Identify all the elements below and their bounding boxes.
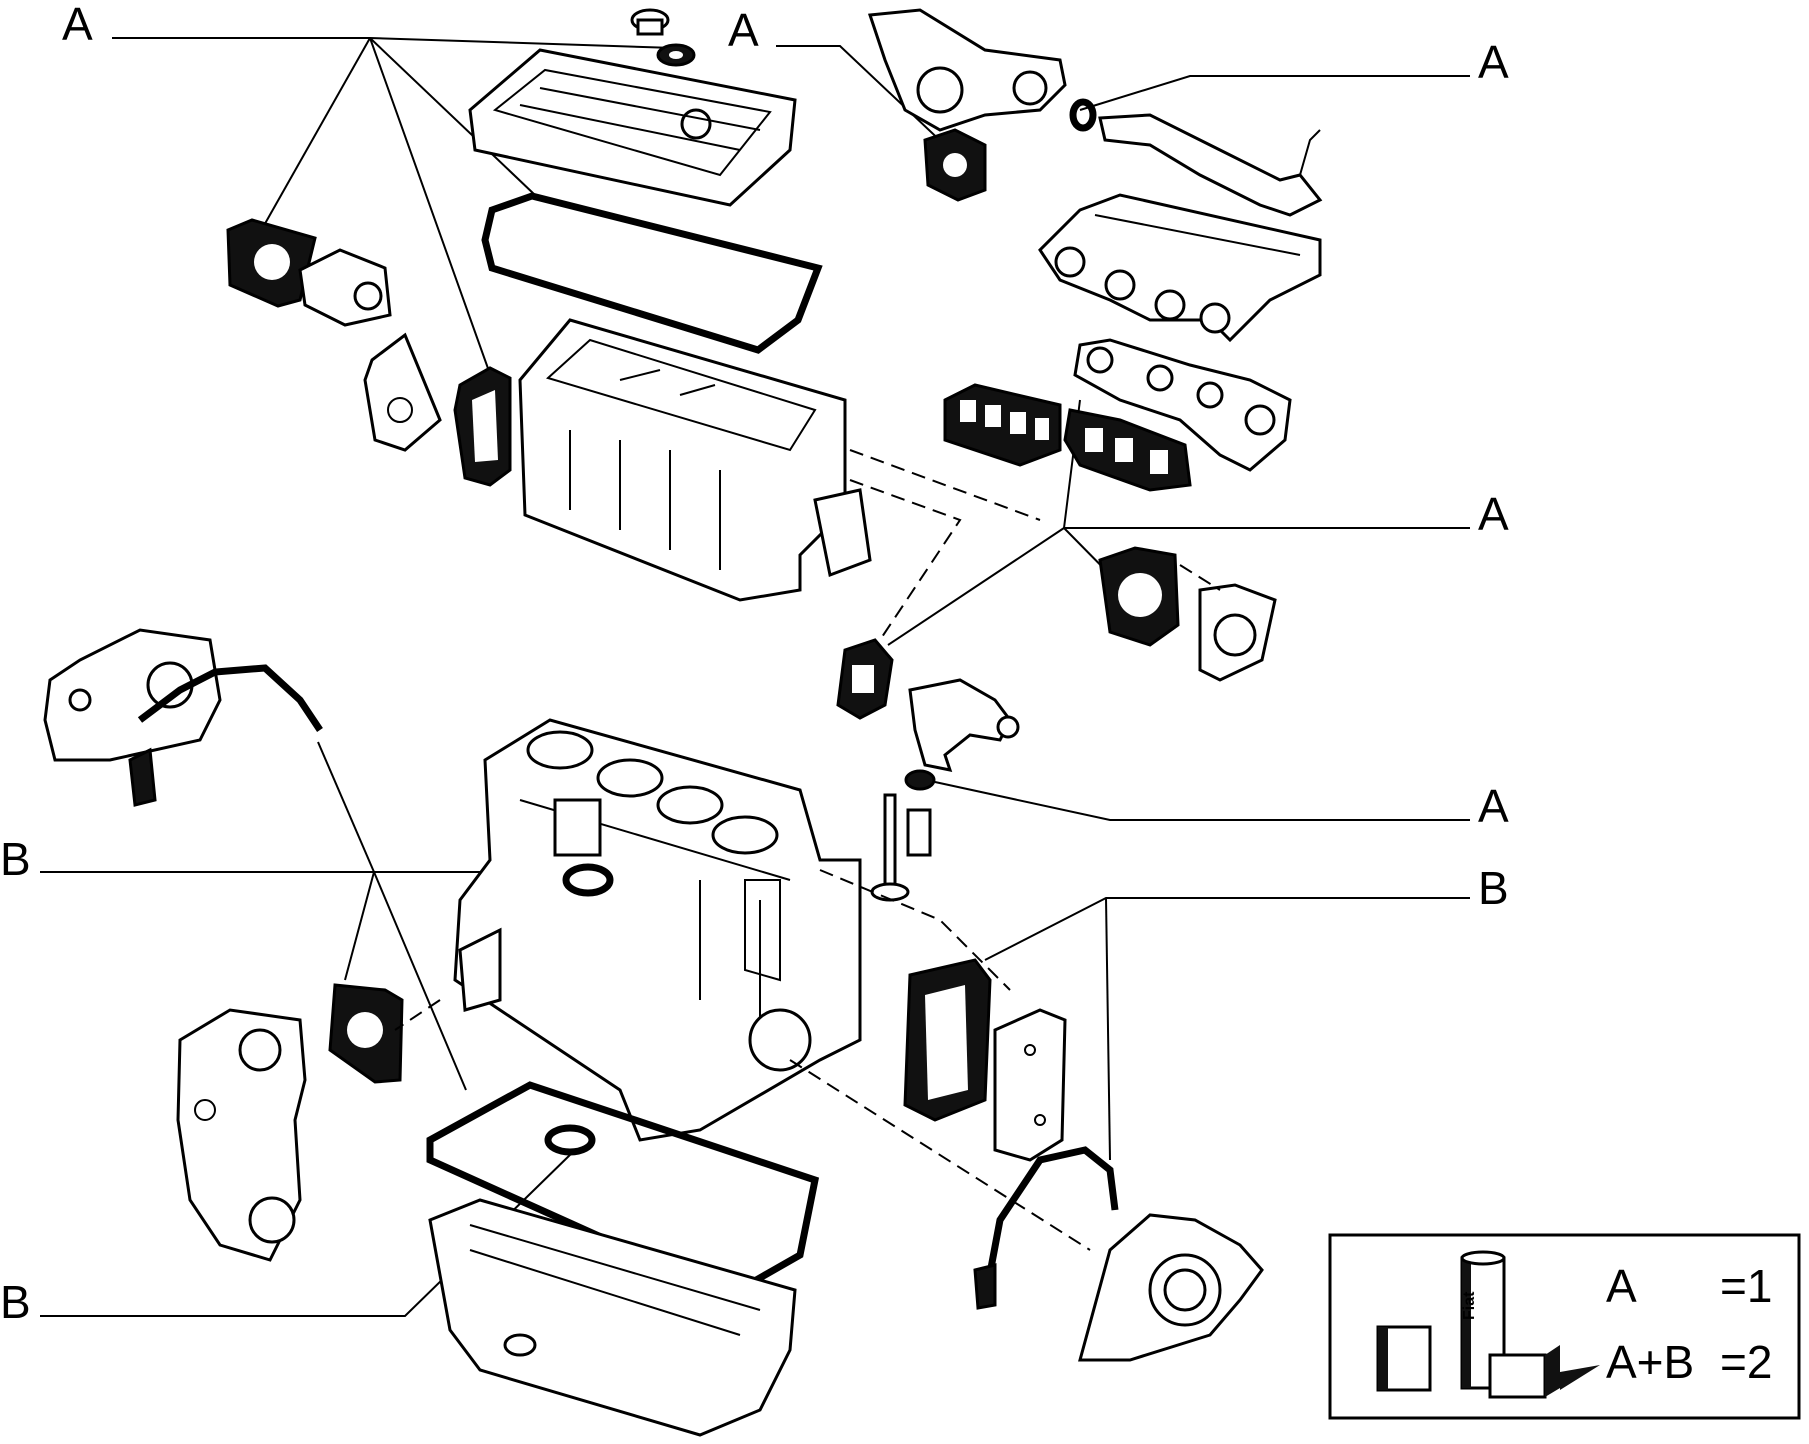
callout-a-middle-right: A	[1478, 488, 1509, 540]
callout-b-right: B	[1478, 862, 1509, 914]
valve	[870, 793, 910, 902]
front-cover-gasket	[328, 983, 404, 1084]
thermostat-housing-gasket	[923, 128, 987, 202]
exhaust-pipe-flange	[1198, 583, 1277, 682]
callout-a-top-left: A	[62, 0, 93, 50]
callout-a-top-right: A	[1478, 36, 1509, 88]
valve-guide	[906, 808, 932, 857]
callout-b-left-upper: B	[0, 833, 31, 885]
valve-cover	[468, 48, 797, 207]
package-brand-label: Fiat	[1461, 1291, 1478, 1320]
oil-pump-gasket	[128, 664, 323, 807]
callout-a-lower-right: A	[1478, 780, 1509, 832]
thermostat-gasket	[453, 366, 512, 487]
callout-a-top-center: A	[728, 4, 759, 56]
legend-row2-label: A+B	[1606, 1336, 1694, 1388]
callout-b-left-lower: B	[0, 1276, 31, 1328]
cylinder-head	[518, 318, 872, 602]
exhaust-manifold-gasket	[1063, 408, 1192, 492]
rear-seal-housing-gasket	[973, 1146, 1119, 1310]
thermostat-housing	[867, 8, 1067, 132]
water-pump-seal	[904, 769, 936, 791]
water-pipe	[1098, 113, 1323, 217]
side-cover-plate	[993, 1008, 1067, 1162]
gasket-package-icon: Fiat	[1376, 1250, 1600, 1399]
exhaust-manifold	[1073, 338, 1292, 472]
legend-row2-value: =2	[1720, 1336, 1772, 1388]
pipe-o-ring	[1069, 98, 1097, 132]
intake-manifold-gasket	[943, 383, 1062, 467]
valve-cover-gasket	[481, 192, 823, 354]
oil-filler-cap-seal	[656, 43, 696, 67]
water-pump-gasket	[836, 638, 894, 720]
oil-pan-drain-gasket	[544, 1124, 596, 1156]
engine-block	[453, 718, 862, 1142]
side-plate-gasket	[903, 958, 992, 1122]
water-pump-housing	[908, 678, 1020, 772]
oil-pan	[428, 1198, 797, 1437]
oil-pan-gasket	[426, 1081, 820, 1299]
exhaust-flange-gasket	[1098, 546, 1180, 647]
water-outlet-housing	[298, 248, 392, 327]
block-core-plug-seal	[562, 863, 614, 897]
oil-pump-body	[43, 628, 222, 762]
water-outlet-gasket	[226, 218, 317, 308]
legend-row1-value: =1	[1720, 1260, 1772, 1312]
oil-filler-cap	[630, 8, 670, 36]
timing-cover	[176, 1008, 307, 1262]
legend-row1-label: A	[1606, 1260, 1637, 1312]
assembly-dashed-lines	[394, 449, 1221, 1251]
intake-manifold	[1038, 193, 1322, 343]
legend-box: Fiat A =1 A+B =2	[1328, 1233, 1801, 1420]
thermostat-cover	[363, 332, 442, 452]
rear-seal-housing	[1078, 1213, 1264, 1362]
